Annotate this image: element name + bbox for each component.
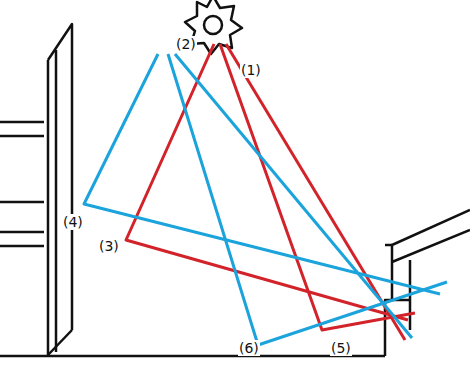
callout-number: (4) — [62, 214, 84, 230]
red-rays — [126, 44, 415, 340]
callout-number: (1) — [240, 62, 262, 78]
callout-number: (6) — [238, 340, 260, 356]
blue-rays — [84, 54, 447, 345]
callout-number: (3) — [98, 238, 120, 254]
callout-number: (5) — [330, 340, 352, 356]
callout-number: (2) — [175, 36, 197, 52]
buildings — [0, 24, 470, 356]
